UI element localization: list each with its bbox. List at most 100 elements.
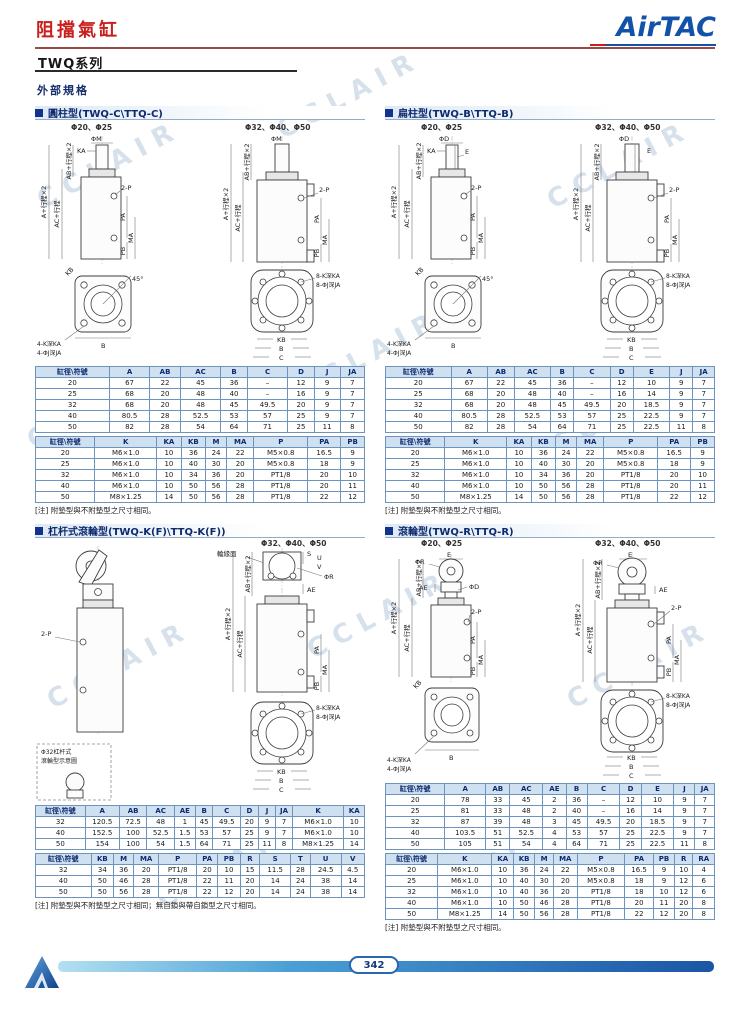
- column-header: J: [669, 366, 694, 378]
- dimension-cell: 18: [624, 875, 655, 887]
- dimension-cell: 18: [307, 458, 342, 470]
- column-header: D: [240, 805, 259, 817]
- table-note: [注] 附墊型與不附墊型之尺寸相同；無自鎖與帶自鎖型之尺寸相同。: [35, 901, 261, 910]
- column-header: J: [313, 366, 341, 378]
- dimension-cell: 48: [509, 805, 544, 817]
- dim-label-2p: 2-P: [471, 184, 481, 192]
- dimension-cell: 9: [673, 794, 696, 806]
- column-header: AB: [149, 366, 181, 378]
- dim-label-e: E: [465, 148, 469, 156]
- column-header: JA: [692, 366, 715, 378]
- column-header: D: [287, 366, 315, 378]
- small-bore-front-view: Φ20、Φ25 ΦD E KA: [387, 123, 494, 357]
- dimension-cell: 7: [694, 805, 715, 817]
- dim-label-pb: PB: [663, 249, 671, 257]
- logo-triangle: [25, 956, 59, 988]
- column-header: JA: [694, 783, 715, 795]
- dim-label-pb: PB: [665, 668, 673, 676]
- dimension-cell: 54: [146, 838, 175, 850]
- column-header: 缸徑\符號: [35, 366, 110, 378]
- dim-label-pa: PA: [469, 635, 477, 644]
- dimension-cell: 10: [491, 875, 514, 887]
- dim-label-b: B: [449, 754, 453, 762]
- dimension-cell: 1: [173, 816, 196, 828]
- flange-bottom-view: [600, 269, 666, 358]
- column-header: U: [309, 853, 342, 865]
- section-twq-k: 杠杆式滾輪型(TWQ-K(F)\TTQ-K(F)) 2-P: [35, 524, 365, 911]
- column-header: JA: [275, 805, 293, 817]
- dimension-cell: 30: [204, 458, 228, 470]
- dimension-cell: –: [586, 805, 621, 817]
- dimension-cell: 22: [226, 447, 255, 459]
- series-title: TWQ系列: [38, 57, 104, 72]
- dimension-cell: 14: [640, 805, 675, 817]
- dimension-cell: 7: [339, 399, 366, 411]
- dim-label-pa: PA: [663, 214, 671, 223]
- dim-label-ma: MA: [321, 664, 329, 675]
- dimension-cell: M6×1.0: [437, 886, 493, 898]
- dimension-cell: 20: [624, 897, 655, 909]
- dim-label-ae: AE: [659, 586, 668, 594]
- dimension-lines: [230, 144, 330, 262]
- dimension-cell: M6×1.0: [444, 447, 508, 459]
- dim-label-ma: MA: [477, 232, 485, 243]
- column-header: AE: [542, 783, 567, 795]
- dimension-cell: 16.5: [624, 864, 655, 876]
- dim-label-a-stroke: A+行程×2: [221, 188, 230, 220]
- dimension-cell: 9: [653, 864, 675, 876]
- large-bore-front-view: Φ32、Φ40、Φ50 ΦM: [221, 123, 341, 362]
- section-bullet-icon: [35, 108, 43, 117]
- dimension-cell: 12: [619, 794, 642, 806]
- dimension-cell: 57: [246, 410, 289, 422]
- dimension-cell: 6: [692, 886, 715, 898]
- column-header: K: [291, 805, 345, 817]
- callout-4j: 4-ΦJ深JA: [387, 765, 412, 773]
- small-bore-front-view: Φ20、Φ25 E ΦR ΦD AE: [387, 539, 486, 773]
- dimension-cell: 20: [240, 816, 259, 828]
- dim-label-2p: 2-P: [319, 186, 329, 194]
- dimension-cell: 28: [552, 908, 578, 920]
- dimension-cell: 10: [156, 447, 182, 459]
- dimension-cell: 22: [624, 908, 655, 920]
- dimension-cell: 46: [534, 897, 554, 909]
- column-header: P: [603, 436, 659, 448]
- dimension-cell: 53: [549, 410, 575, 422]
- dim-label-kb: KB: [627, 336, 636, 344]
- column-header: B: [220, 366, 248, 378]
- dimension-cell: 20: [307, 469, 342, 481]
- bore-size-cell: 40: [34, 480, 96, 492]
- column-header: A: [84, 805, 120, 817]
- dimension-cell: 9: [673, 816, 696, 828]
- dimension-cell: 10: [673, 864, 694, 876]
- dim-label-pa: PA: [469, 212, 477, 221]
- dim-label-a-stroke: A+行程×2: [573, 604, 582, 636]
- dim-label-kb: KB: [277, 768, 286, 776]
- dimension-cell: –: [573, 388, 611, 400]
- dimension-cell: 49.5: [586, 816, 621, 828]
- size-label: Φ32、Φ40、Φ50: [245, 123, 310, 132]
- dimension-cell: 20: [619, 816, 642, 828]
- dimension-cell: 9: [313, 377, 341, 389]
- bore-size-cell: 20: [34, 447, 96, 459]
- callout-8j: 8-ΦJ深JA: [666, 281, 691, 289]
- dimension-cell: M5×0.8: [253, 447, 309, 459]
- column-header: PA: [657, 436, 692, 448]
- dimension-cell: 36: [204, 469, 228, 481]
- dim-label-ab-stroke: AB+行程×2: [414, 560, 423, 597]
- airtac-logo: AirTAC: [616, 12, 716, 43]
- dimension-cell: 56: [204, 491, 228, 503]
- dimension-cell: 1.5: [173, 827, 196, 839]
- dimension-cell: 40: [180, 458, 207, 470]
- column-header: PA: [196, 853, 219, 865]
- dim-label-ab-stroke: AB+行程×2: [592, 144, 601, 181]
- flange-bottom-view: [414, 687, 480, 755]
- dimension-cell: 24: [534, 864, 554, 876]
- dimension-cell: 10: [156, 458, 182, 470]
- column-header: B: [194, 805, 214, 817]
